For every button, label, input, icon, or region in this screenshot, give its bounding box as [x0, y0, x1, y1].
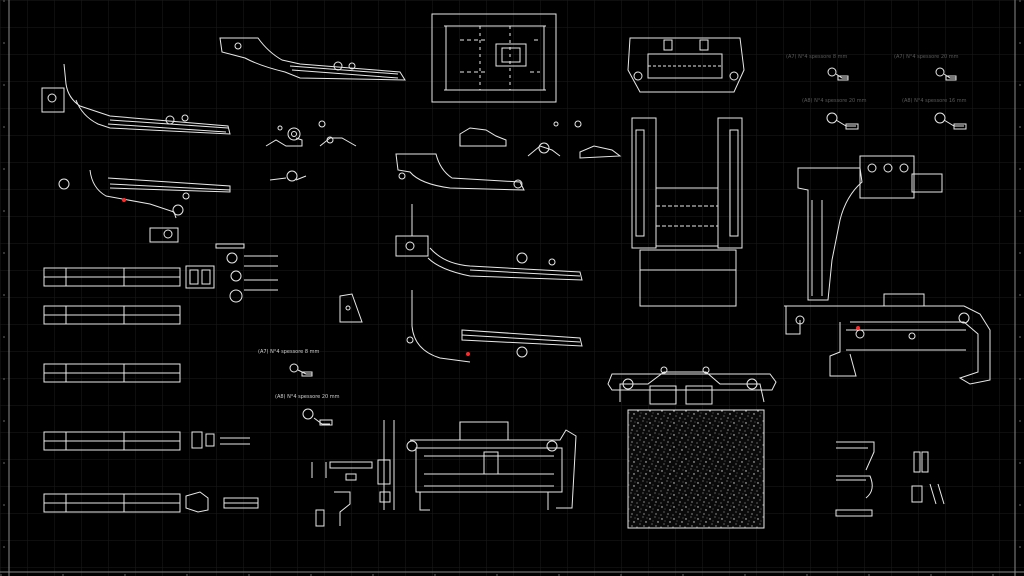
fittings-cluster-left	[265, 120, 357, 182]
annotation-a7-top-left: (A7) N°4 spessore 8 mm	[786, 54, 847, 60]
fitting-a7-top-right	[935, 67, 957, 81]
rail-assembly-3	[43, 363, 181, 383]
hinge-profile-center-2	[395, 204, 583, 281]
drawer-cross-section-1	[311, 420, 577, 527]
annotation-a8-top-left: (A8) N°4 spessore 20 mm	[802, 98, 867, 104]
rail-assembly-5	[43, 491, 259, 513]
base-plate	[431, 13, 557, 103]
red-marker-1	[122, 198, 126, 202]
hinge-profile-center-1	[395, 120, 622, 191]
fitting-a8-top-left	[826, 112, 859, 130]
annotation-a8-top-right: (A8) N°4 spessore 16 mm	[902, 98, 967, 104]
hinge-arm-profile-2	[58, 169, 231, 243]
large-hinge-bracket	[784, 155, 991, 385]
red-marker-3	[856, 326, 860, 330]
rail-assembly-2	[43, 305, 181, 325]
drawer-side-frame	[631, 117, 743, 307]
hinge-arm-profile-1	[41, 63, 231, 135]
fitting-a8-top-right	[934, 112, 967, 130]
fitting-a8-left	[302, 408, 333, 426]
hinge-profile-center-3	[406, 290, 583, 363]
small-brackets-right	[835, 441, 945, 517]
rail-assembly-4	[43, 431, 250, 451]
drawer-cross-section-2	[607, 366, 777, 529]
annotation-a7-top-right: (A7) N°4 spessore 20 mm	[894, 54, 959, 60]
fitting-a7-top-left	[827, 67, 849, 81]
fitting-a7-left	[289, 363, 313, 377]
annotation-a8-left: (A8) N°4 spessore 20 mm	[275, 394, 340, 400]
annotation-a7-left: (A7) N°4 spessore 8 mm	[258, 349, 319, 355]
corner-bracket-piece	[339, 293, 363, 323]
hinge-arm-profile-top	[219, 37, 406, 81]
rail-assembly-1	[43, 243, 278, 303]
red-marker-2	[466, 352, 470, 356]
drawer-front-view-top	[627, 37, 745, 93]
